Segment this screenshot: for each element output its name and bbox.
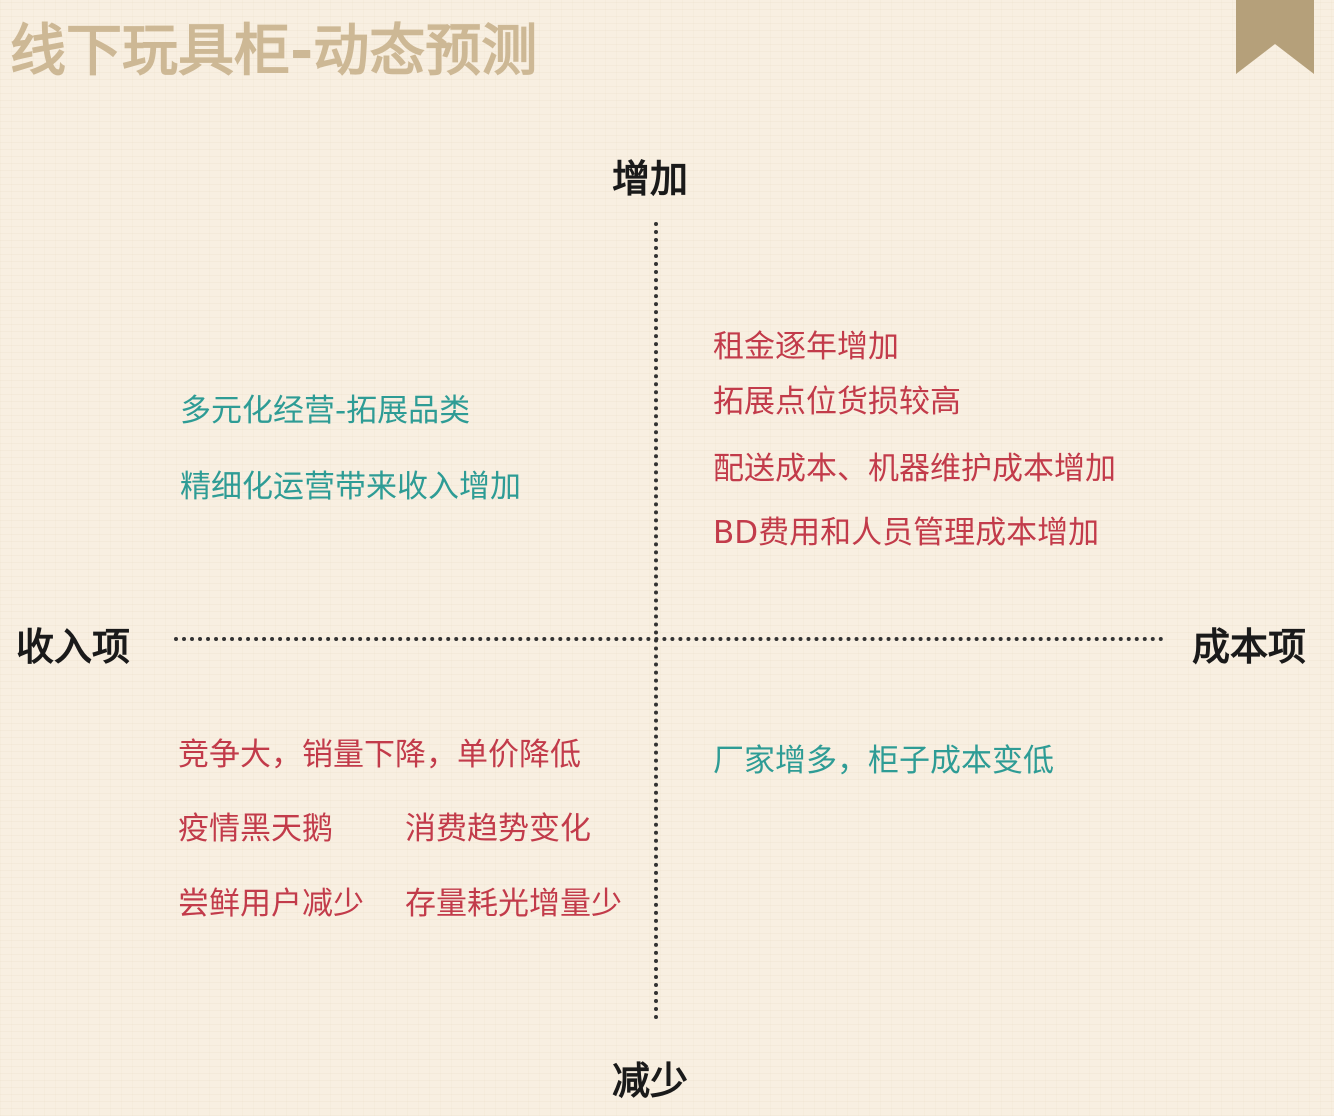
bookmark-icon — [1236, 0, 1314, 74]
axis-label-right: 成本项 — [1192, 625, 1307, 669]
top-right-item: BD费用和人员管理成本增加 — [713, 515, 1100, 551]
top-right-item: 配送成本、机器维护成本增加 — [713, 451, 1116, 487]
top-left-item: 精细化运营带来收入增加 — [180, 469, 521, 505]
top-left-item: 多元化经营-拓展品类 — [180, 393, 471, 429]
axis-label-bottom: 减少 — [612, 1059, 689, 1103]
bottom-left-item: 尝鲜用户减少 — [178, 886, 364, 922]
bottom-left-item: 消费趋势变化 — [405, 811, 591, 847]
vertical-axis — [654, 222, 658, 1020]
bottom-left-item: 存量耗光增量少 — [405, 886, 622, 922]
bottom-left-item: 竞争大，销量下降，单价降低 — [178, 737, 581, 773]
bottom-left-item: 疫情黑天鹅 — [178, 811, 333, 847]
horizontal-axis — [174, 637, 1164, 641]
bottom-right-item: 厂家增多，柜子成本变低 — [713, 743, 1054, 779]
top-right-item: 租金逐年增加 — [713, 329, 899, 365]
axis-label-left: 收入项 — [16, 625, 131, 669]
page-title: 线下玩具柜-动态预测 — [10, 19, 538, 84]
axis-label-top: 增加 — [612, 157, 689, 201]
top-right-item: 拓展点位货损较高 — [713, 384, 961, 420]
